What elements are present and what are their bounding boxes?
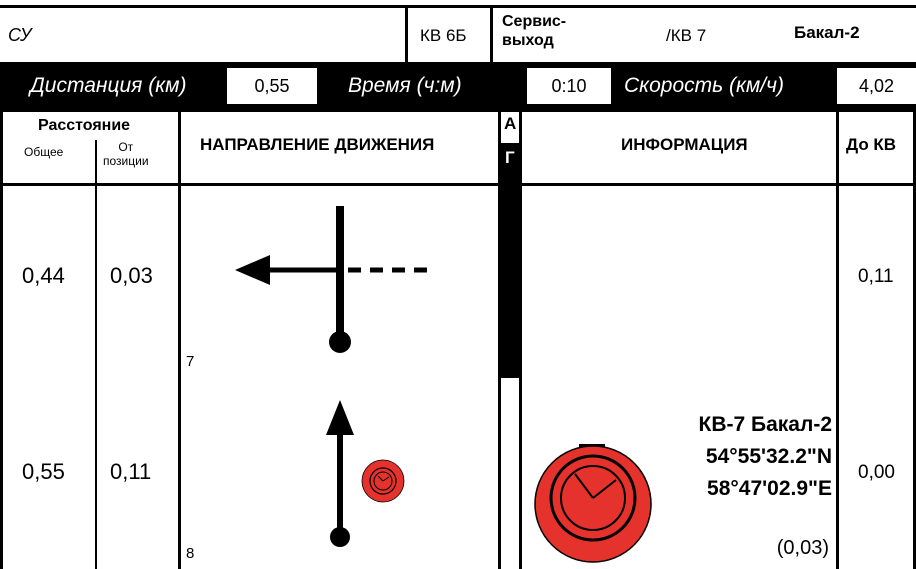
speed-label: Скорость (км/ч) — [624, 74, 784, 97]
row1-total: 0,44 — [22, 263, 65, 288]
col-line-right — [913, 112, 916, 569]
distance-group-header: Расстояние — [38, 117, 131, 134]
to-kv-header: До КВ — [846, 135, 897, 154]
total-header: Общее — [24, 145, 64, 159]
row1-index: 7 — [186, 353, 195, 370]
direction-header: НАПРАВЛЕНИЕ ДВИЖЕНИЯ — [200, 135, 435, 154]
col-line-5 — [836, 112, 839, 569]
info-header: ИНФОРМАЦИЯ — [621, 135, 748, 154]
speed-value: 4,02 — [837, 68, 916, 104]
checkpoint-longitude: 58°47'02.9"E — [707, 477, 832, 500]
header-bottom-line — [0, 183, 916, 186]
checkpoint-latitude: 54°55'32.2"N — [705, 445, 832, 468]
distance-label: Дистанция (км) — [30, 74, 187, 97]
checkpoint-title: КВ-7 Бакал-2 — [698, 413, 832, 436]
row2-index: 8 — [186, 545, 195, 562]
distance-value: 0,55 — [227, 68, 317, 104]
kv-to: /КВ 7 — [666, 26, 707, 45]
row2-total: 0,55 — [22, 459, 65, 484]
top-border — [0, 5, 916, 8]
straight-ahead-diagram — [326, 400, 354, 547]
col-line-3 — [498, 112, 501, 569]
ag-bar — [498, 143, 522, 378]
checkpoint-small-icon — [361, 459, 405, 503]
ag-g-header: Г — [505, 148, 515, 167]
checkpoint-large-icon — [534, 444, 652, 563]
row1-from-position: 0,03 — [110, 263, 153, 288]
header-divider-2 — [490, 6, 493, 62]
checkpoint-distance: (0,03) — [776, 537, 829, 559]
ag-a-header: А — [504, 114, 517, 133]
row2-to-kv: 0,00 — [858, 462, 895, 483]
stats-bar — [0, 62, 916, 112]
col-line-1 — [95, 140, 97, 569]
row2-from-position: 0,11 — [110, 459, 152, 484]
route-code: СУ — [8, 25, 32, 45]
left-turn-diagram — [235, 206, 430, 353]
service-exit: Сервис- выход — [502, 13, 567, 50]
time-label: Время (ч:м) — [348, 74, 462, 97]
row1-to-kv: 0,11 — [858, 266, 894, 287]
col-line-4 — [519, 112, 522, 569]
kv-from: КВ 6Б — [420, 26, 467, 45]
from-position-header: От позиции — [103, 140, 149, 169]
place-name: Бакал-2 — [794, 23, 860, 42]
col-line-left — [0, 112, 3, 569]
time-value: 0:10 — [527, 68, 611, 104]
col-line-2 — [178, 112, 181, 569]
header-divider-1 — [405, 6, 408, 62]
